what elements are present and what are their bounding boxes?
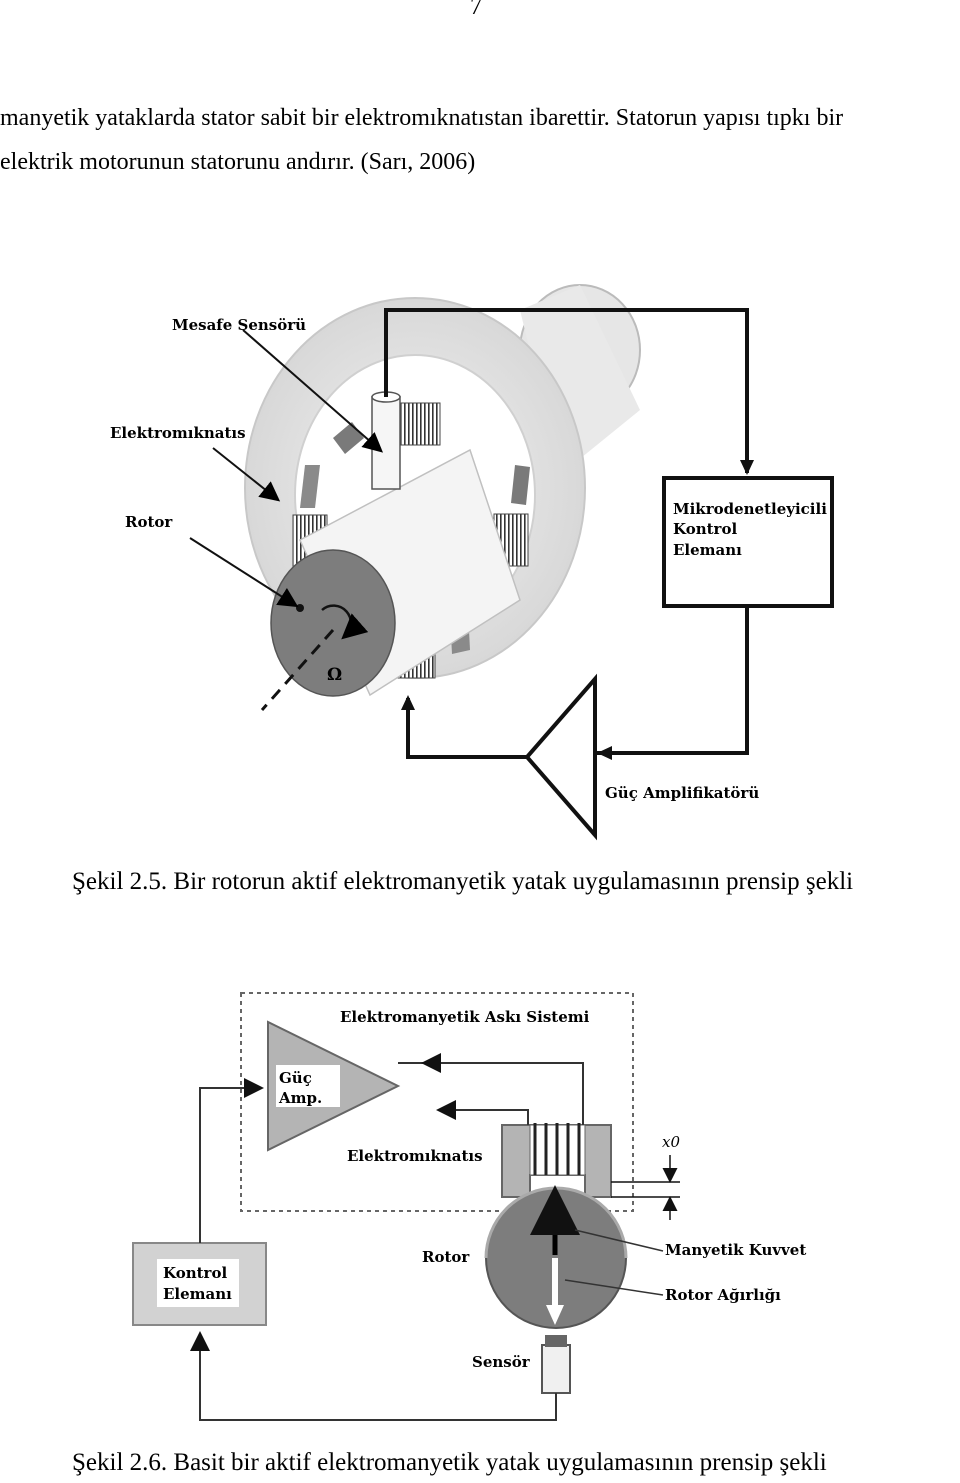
label-rotor-weight: Rotor Ağırlığı (665, 1286, 781, 1304)
power-amplifier-triangle (524, 673, 597, 841)
label-suspension-system: Elektromanyetik Askı Sistemi (340, 1008, 590, 1026)
distance-sensor (371, 391, 401, 490)
label-amp-line2: Amp. (278, 1089, 322, 1107)
label-electromagnet-2: Elektromıknatıs (347, 1147, 483, 1165)
label-amp-line1: Güç (279, 1069, 312, 1087)
label-control-line1: Kontrol (163, 1264, 227, 1282)
label-electromagnet: Elektromıknatıs (110, 424, 246, 442)
rotor-face (270, 549, 396, 697)
label-controller-line3: Elemanı (673, 541, 742, 559)
label-control-line2: Elemanı (163, 1285, 232, 1303)
label-rotor-2: Rotor (422, 1248, 470, 1266)
rotor-center (296, 604, 304, 612)
figure-2-6-diagram: Elektromanyetik Askı Sistemi Güç Amp. El… (132, 992, 806, 1421)
rotation-arrow-icon (321, 604, 369, 640)
figure-2-6-caption: Şekil 2.6. Basit bir aktif elektromanyet… (72, 1449, 827, 1476)
figure-2-5-caption: Şekil 2.5. Bir rotorun aktif elektromany… (72, 868, 854, 895)
sensor-body (541, 1344, 571, 1394)
paragraph-line-1: manyetik yataklarda stator sabit bir ele… (0, 105, 844, 131)
page-number: 7 (470, 0, 482, 20)
label-sensor: Sensör (472, 1353, 531, 1371)
label-distance-sensor: Mesafe Sensörü (172, 316, 306, 334)
label-power-amp: Güç Amplifikatörü (605, 784, 759, 802)
figure-2-5-diagram: Ω Mesafe Sensörü Elektromıknatıs Rotor M… (110, 284, 834, 841)
paragraph-line-2: elektrik motorunun statorunu andırır. (S… (0, 149, 476, 175)
electromagnet (501, 1123, 612, 1198)
label-magnetic-force: Manyetik Kuvvet (665, 1241, 806, 1259)
label-controller-line1: Mikrodenetleyicili (673, 500, 827, 518)
label-gap-x0: x0 (662, 1133, 680, 1151)
body-paragraph: manyetik yataklarda stator sabit bir ele… (0, 96, 960, 184)
label-controller-line2: Kontrol (673, 520, 737, 538)
suspension-system-border (240, 992, 634, 1212)
label-rotor: Rotor (125, 513, 173, 531)
microcontroller-box (662, 476, 834, 608)
omega-symbol: Ω (327, 665, 342, 685)
